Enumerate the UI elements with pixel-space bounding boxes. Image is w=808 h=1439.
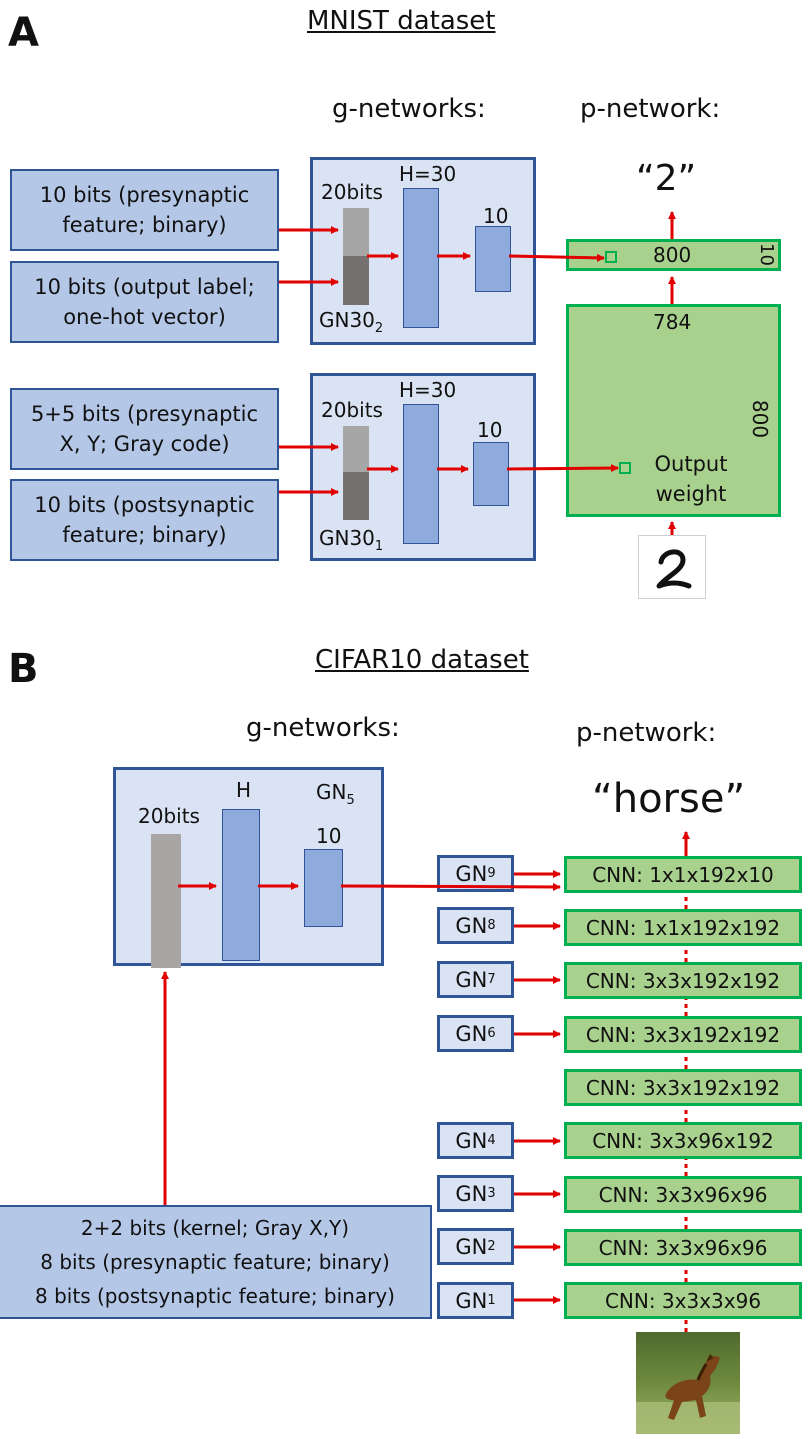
g-network-input-layer-top <box>343 426 369 472</box>
gn-box-8-subscript: 8 <box>487 918 496 933</box>
horse-picture <box>636 1332 740 1434</box>
g-network-hidden-size: H=30 <box>399 378 457 402</box>
panel-b-label: B <box>8 646 39 692</box>
input-box-presynaptic-feature: 10 bits (presynaptic feature; binary) <box>10 169 279 251</box>
input-box-output-label: 10 bits (output label; one-hot vector) <box>10 261 279 343</box>
input-line-kernel: 2+2 bits (kernel; Gray X,Y) <box>80 1216 350 1240</box>
cnn-layer-9: CNN: 1x1x192x10 <box>564 856 802 893</box>
p-network-hidden-layer: 784 800 Output weight <box>566 304 781 517</box>
output-layer-width: 800 <box>653 243 692 267</box>
weight-marker-output-layer <box>605 251 617 263</box>
panel-a-title: MNIST dataset <box>307 6 496 36</box>
input-box-presynaptic-xy: 5+5 bits (presynaptic X, Y; Gray code) <box>10 388 279 470</box>
cnn-layer-5: CNN: 3x3x192x192 <box>564 1069 802 1106</box>
cnn-layer-2: CNN: 3x3x96x96 <box>564 1229 802 1266</box>
p-network-output-label: “2” <box>636 158 697 199</box>
g-network-hidden-layer <box>403 188 439 328</box>
cnn-layer-7: CNN: 3x3x192x192 <box>564 962 802 999</box>
g-network-input-layer-top <box>343 208 369 256</box>
panel-a-g-heading: g-networks: <box>332 94 486 124</box>
panel-a-label: A <box>8 10 39 56</box>
g-network-output-layer <box>475 226 511 292</box>
gn-box-7-text: GN <box>455 967 488 992</box>
gn-box-4-text: GN <box>455 1128 488 1153</box>
gn-box-1-text: GN <box>455 1288 488 1313</box>
g-network-output-layer <box>304 849 343 927</box>
panel-b-g-heading: g-networks: <box>246 713 400 743</box>
gn-box-3-subscript: 3 <box>487 1186 496 1201</box>
gn-box-2-text: GN <box>455 1234 488 1259</box>
cnn-layer-8: CNN: 1x1x192x192 <box>564 909 802 946</box>
gn-box-6-subscript: 6 <box>487 1026 496 1041</box>
gn-box-8-text: GN <box>455 913 488 938</box>
panel-b-title: CIFAR10 dataset <box>315 645 529 675</box>
g-network-hidden-layer <box>222 809 260 961</box>
weight-marker-output-weight <box>619 462 631 474</box>
g-network-input-bits: 20bits <box>138 804 200 828</box>
g-network-name-text: GN <box>316 780 347 804</box>
mnist-digit-image <box>638 535 706 599</box>
g-network-input-layer-bottom <box>343 256 369 305</box>
input-box-cifar-bits: 2+2 bits (kernel; Gray X,Y) 8 bits (pres… <box>0 1205 432 1319</box>
g-network-name: GN301 <box>319 526 383 554</box>
panel-a-p-heading: p-network: <box>580 94 721 124</box>
gn-box-1-subscript: 1 <box>487 1293 496 1308</box>
g-network-output-size: 10 <box>316 824 342 848</box>
cnn-layer-3: CNN: 3x3x96x96 <box>564 1176 802 1213</box>
input-box-cifar-lines: 2+2 bits (kernel; Gray X,Y) 8 bits (pres… <box>35 1211 395 1313</box>
cnn-layer-4: CNN: 3x3x96x192 <box>564 1122 802 1159</box>
g-network-name-subscript: 1 <box>374 539 384 554</box>
g-network-input-bits: 20bits <box>321 398 383 422</box>
input-line-postsynaptic: 8 bits (postsynaptic feature; binary) <box>35 1284 395 1308</box>
g-network-input-layer-bottom <box>343 472 369 520</box>
input-line-presynaptic: 8 bits (presynaptic feature; binary) <box>40 1250 390 1274</box>
gn-box-6-text: GN <box>455 1021 488 1046</box>
gn-box-4-subscript: 4 <box>487 1133 496 1148</box>
g-network-hidden-layer <box>403 404 439 544</box>
g-network-hidden-size: H=30 <box>399 162 457 186</box>
g-network-name-text: GN30 <box>319 526 375 550</box>
g-network-name: GN302 <box>319 308 383 336</box>
digit-two-drawing <box>656 549 692 589</box>
gn-box-9-text: GN <box>455 861 488 886</box>
g-network-name: GN5 <box>316 780 355 808</box>
g-network-output-size: 10 <box>477 418 503 442</box>
output-weight-label: Output weight <box>654 452 728 506</box>
g-network-name-text: GN30 <box>319 308 375 332</box>
g-network-input-layer <box>151 834 181 968</box>
g-network-input-bits: 20bits <box>321 180 383 204</box>
cnn-layer-6: CNN: 3x3x192x192 <box>564 1016 802 1053</box>
g-network-output-layer <box>473 442 509 506</box>
p-network-output-label-horse: “horse” <box>592 776 746 822</box>
g-network-output-size: 10 <box>483 204 509 228</box>
g-network-gn5: 20bits H 10 GN5 <box>113 767 384 968</box>
hidden-layer-width: 784 <box>653 310 692 334</box>
cnn-layer-1: CNN: 3x3x3x96 <box>564 1282 802 1319</box>
panel-b-p-heading: p-network: <box>576 718 717 748</box>
input-box-postsynaptic-feature: 10 bits (postsynaptic feature; binary) <box>10 479 279 561</box>
gn-box-2-subscript: 2 <box>487 1239 496 1254</box>
gn-box-9-subscript: 9 <box>487 866 496 881</box>
gn-box-3-text: GN <box>455 1181 488 1206</box>
g-network-hidden-size: H <box>236 778 252 802</box>
g-network-gn30-2: 20bits H=30 10 GN302 <box>310 157 536 345</box>
g-network-name-subscript: 5 <box>346 793 355 808</box>
g-network-gn30-1: 20bits H=30 10 GN301 <box>310 373 536 561</box>
g-network-name-subscript: 2 <box>374 321 384 336</box>
cifar-horse-image <box>636 1332 740 1434</box>
gn-box-7-subscript: 7 <box>487 972 496 987</box>
